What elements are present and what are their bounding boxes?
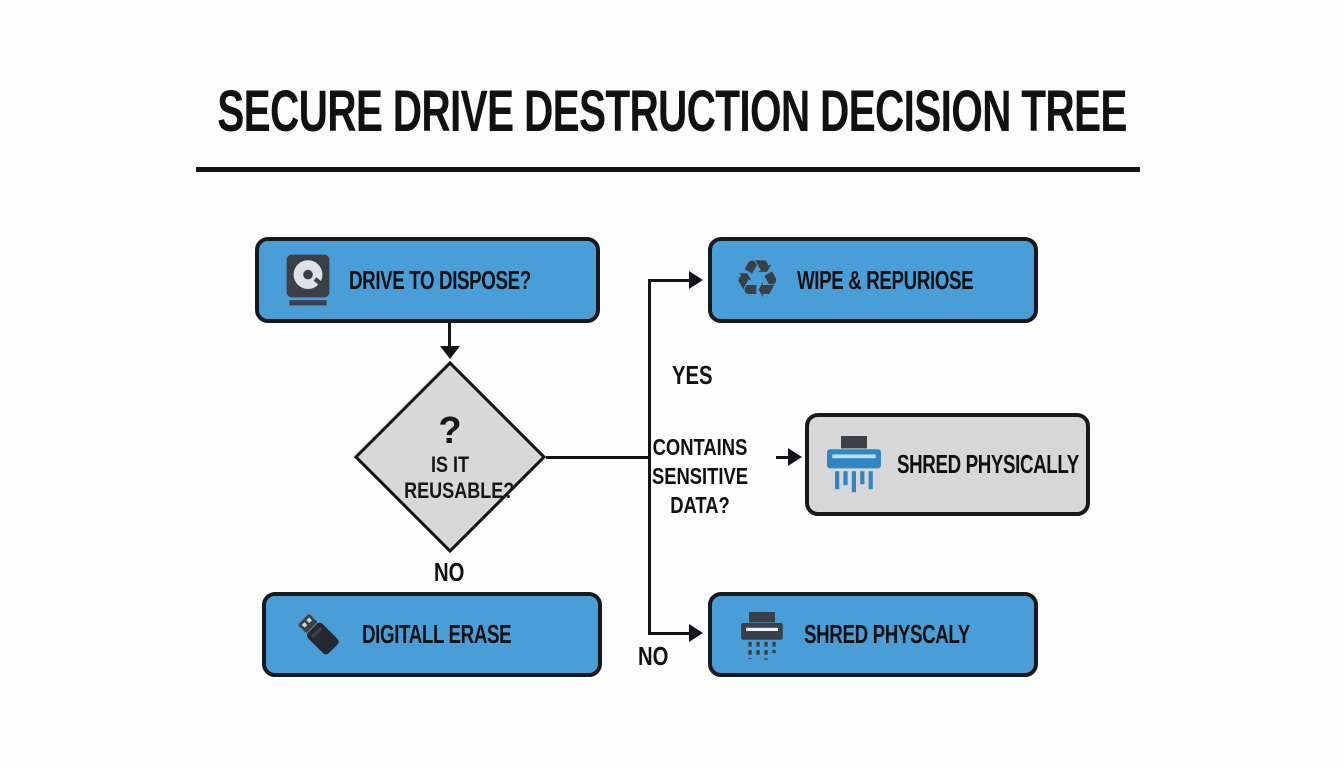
arrowhead-right-shred-mid (788, 448, 802, 466)
arrowhead-down-diamond (440, 346, 460, 359)
edge-diamond-to-junction (546, 456, 650, 459)
edge-to-shred-mid (776, 456, 789, 459)
shredder-icon (823, 434, 885, 496)
edge-to-shred-bottom (650, 632, 690, 635)
node-digital-erase: DIGITALL ERASE (262, 592, 602, 677)
node-is-it-reusable: ? IS IT REUSABLE? (370, 392, 530, 524)
node-shred-physically-bottom: SHRED PHYSCALY (708, 592, 1038, 677)
edge-to-wipe (650, 279, 690, 282)
edge-label-yes: YES (672, 360, 713, 390)
edge-label-no-diamond: NO (434, 557, 465, 587)
node-label: DRIVE TO DISPOSE? (349, 264, 531, 295)
node-label: WIPE & REPURIOSE (796, 264, 974, 295)
edge-drive-to-diamond (448, 323, 451, 347)
hard-drive-icon (285, 253, 331, 307)
question-mark: ? (438, 409, 462, 452)
node-wipe-repurpose: ♻ WIPE & REPURIOSE (708, 237, 1038, 323)
arrowhead-right-shred-bottom (689, 624, 703, 642)
node-label: DIGITALL ERASE (362, 619, 512, 649)
edge-label-no-bottom: NO (638, 641, 669, 671)
edge-junction-vertical (648, 279, 651, 635)
recycle-icon: ♻ (734, 251, 781, 309)
page-title: SECURE DRIVE DESTRUCTION DECISION TREE (217, 79, 1127, 144)
node-drive-to-dispose: DRIVE TO DISPOSE? (255, 237, 600, 323)
edge-label-contains-sensitive-data: CONTAINS SENSITIVE DATA? (651, 434, 749, 518)
node-label: SHRED PHYSCALY (804, 619, 970, 649)
title-underline (196, 167, 1140, 172)
printer-shredder-icon (736, 609, 788, 661)
node-label: SHRED PHYSICALLY (897, 449, 1079, 479)
node-label: IS IT REUSABLE? (404, 451, 515, 503)
usb-drive-icon (292, 608, 346, 662)
arrowhead-right-wipe (689, 271, 703, 289)
node-shred-physically: SHRED PHYSICALLY (805, 413, 1090, 516)
